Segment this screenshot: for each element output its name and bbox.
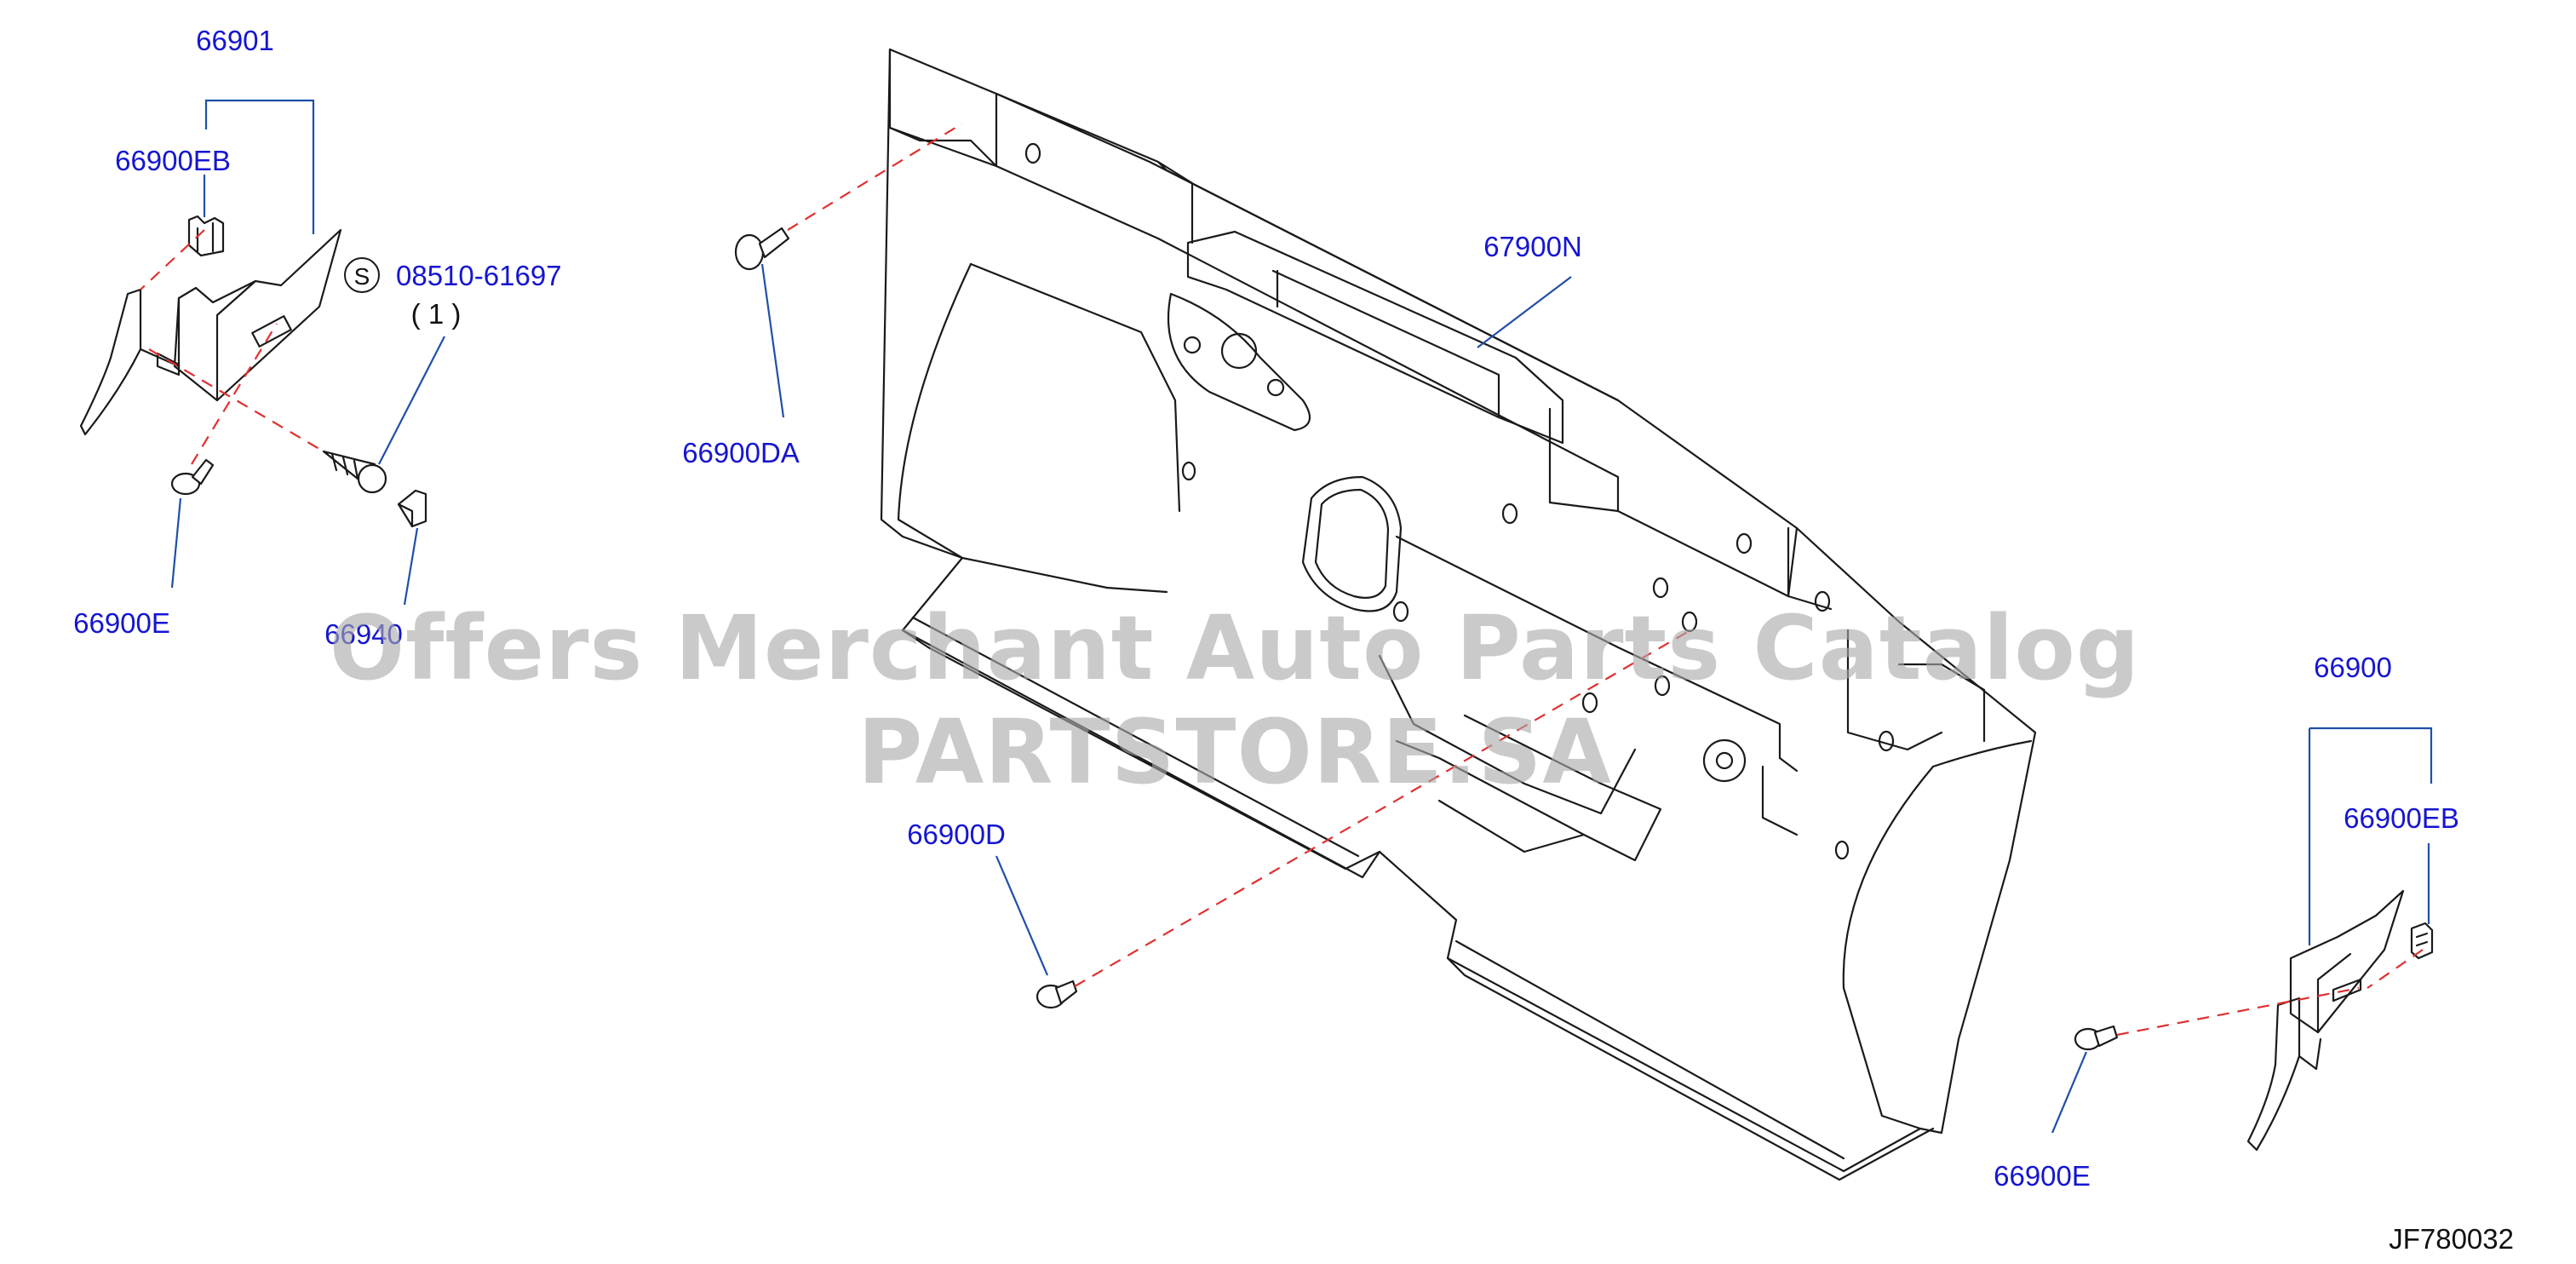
label-quantity: ( 1 ): [411, 298, 462, 330]
leader-lines: [170, 99, 2433, 1134]
label-66901: 66901: [196, 25, 274, 56]
right-bracket: [2246, 889, 2405, 1152]
clip-66940: [397, 489, 427, 528]
screw: [322, 450, 387, 494]
s-symbol-circle: [344, 257, 380, 293]
label-66900d: 66900D: [907, 819, 1006, 850]
assembly-dashed-lines: [140, 123, 2424, 1037]
push-pin-left: [170, 458, 215, 496]
label-66900da: 66900DA: [682, 437, 800, 468]
push-pin-66900da: [734, 227, 790, 271]
label-66900eb-right: 66900EB: [2344, 802, 2459, 834]
label-66900e-left: 66900E: [73, 607, 170, 639]
clip-66900eb-right: [2410, 922, 2434, 960]
clip-66900eb-left: [187, 215, 225, 257]
diagram-code: JF780032: [2389, 1223, 2514, 1255]
label-66940: 66940: [324, 618, 403, 650]
main-trim-panel: [880, 48, 2037, 1181]
label-66900e-right: 66900E: [1994, 1160, 2091, 1192]
label-s-symbol: S: [354, 263, 370, 290]
label-67900n: 67900N: [1483, 231, 1582, 262]
push-pin-right: [2074, 1025, 2119, 1051]
label-08510-61697: 08510-61697: [396, 260, 562, 291]
push-pin-66900d: [1036, 980, 1078, 1009]
label-66900eb-left: 66900EB: [115, 145, 231, 176]
label-66900-right: 66900: [2314, 652, 2392, 683]
left-bracket: [79, 228, 342, 436]
